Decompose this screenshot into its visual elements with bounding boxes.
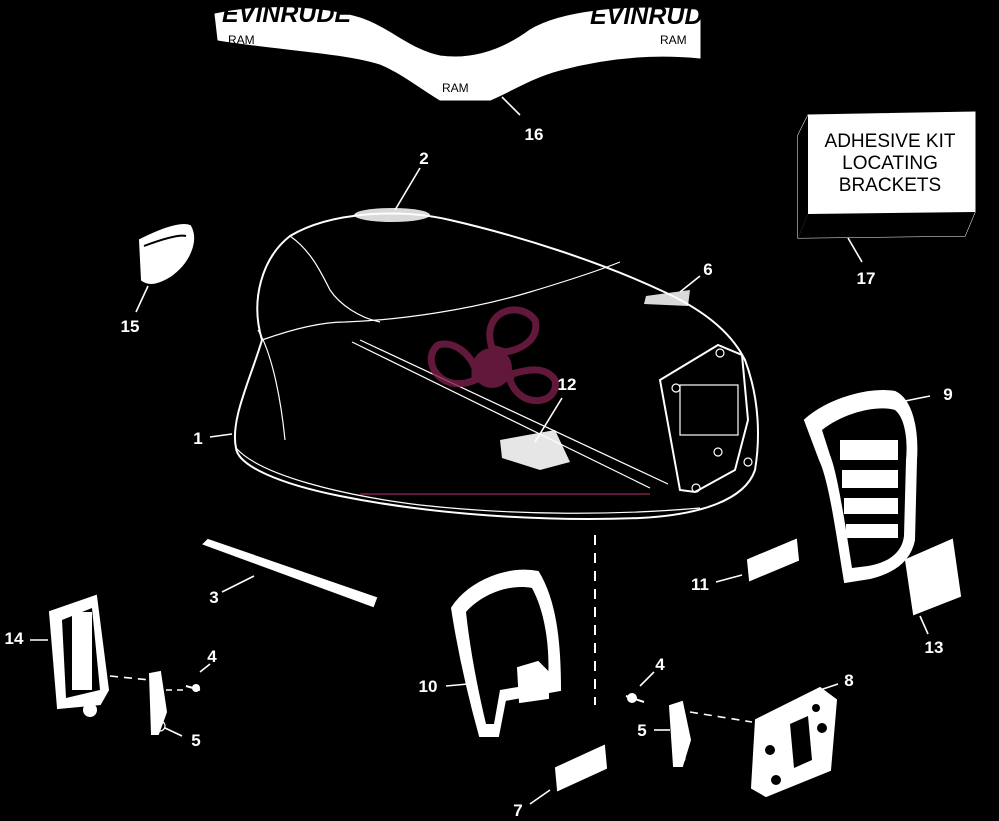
- propeller-logo-icon: [360, 306, 650, 495]
- callout-10: 10: [419, 677, 438, 696]
- leader-16: [501, 96, 521, 116]
- callout-13: 13: [925, 638, 944, 657]
- decal-ram-right: RAM: [660, 33, 687, 47]
- callout-3: 3: [209, 588, 218, 607]
- part-12-cover-decal[interactable]: [500, 430, 570, 470]
- part-4-screw-left[interactable]: [185, 684, 201, 692]
- part-7-pad[interactable]: [554, 744, 608, 792]
- callout-5-left: 5: [191, 731, 200, 750]
- part-11-pad[interactable]: [746, 538, 800, 582]
- part-9-vent-grille[interactable]: [803, 390, 918, 584]
- callout-16: 16: [525, 125, 544, 144]
- callout-17: 17: [857, 269, 876, 288]
- callout-1: 1: [193, 429, 202, 448]
- decal-ram-center: RAM: [442, 81, 469, 95]
- leader-6: [679, 275, 701, 293]
- decal-brand-right: EVINRUDE: [590, 2, 721, 30]
- leader-5a: [164, 727, 183, 737]
- part-4-screw-right[interactable]: [625, 693, 645, 703]
- leader-9: [899, 395, 931, 403]
- leader-8: [819, 683, 839, 691]
- assembly-axis-right: [689, 711, 753, 723]
- callout-4-right: 4: [655, 655, 665, 674]
- part-2-top-decal[interactable]: [354, 208, 430, 222]
- callout-14: 14: [5, 629, 24, 648]
- leader-2: [394, 167, 421, 211]
- kit-line-3: BRACKETS: [839, 175, 941, 196]
- callout-12: 12: [558, 375, 577, 394]
- callout-5-right: 5: [637, 721, 646, 740]
- callout-9: 9: [943, 385, 952, 404]
- leader-7: [529, 789, 551, 805]
- leader-1: [209, 433, 233, 438]
- part-13-pad[interactable]: [904, 538, 962, 616]
- callout-15: 15: [121, 317, 140, 336]
- assembly-axis-left: [109, 675, 151, 681]
- part-5-clip-right[interactable]: [668, 700, 692, 767]
- part-10-front-cover[interactable]: [450, 569, 562, 737]
- callout-4-left: 4: [207, 647, 217, 666]
- part-5-clip-left[interactable]: [148, 670, 168, 735]
- part-16-decal[interactable]: EVINRUDE EVINRUDE RAM RAM RAM: [214, 0, 721, 101]
- leader-15: [135, 285, 149, 313]
- leader-11: [715, 574, 743, 583]
- leader-3: [221, 575, 255, 593]
- callout-11: 11: [691, 575, 709, 594]
- leader-12: [534, 397, 563, 443]
- callout-8: 8: [844, 671, 853, 690]
- leader-13: [919, 615, 929, 635]
- leader-10: [445, 683, 469, 687]
- part-14-left-bracket[interactable]: [48, 594, 110, 717]
- part-15-trim-piece[interactable]: [138, 224, 195, 284]
- leader-4b: [639, 671, 655, 687]
- cover-stripe: [351, 341, 651, 489]
- kit-line-1: ADHESIVE KIT: [825, 131, 956, 152]
- callout-2: 2: [419, 149, 428, 168]
- callout-6: 6: [703, 260, 712, 279]
- kit-line-2: LOCATING: [842, 153, 938, 174]
- part-3-seal-strip[interactable]: [202, 538, 378, 608]
- decal-ram-left: RAM: [228, 33, 255, 47]
- callout-7: 7: [513, 801, 522, 820]
- part-6-side-decal[interactable]: [644, 290, 690, 306]
- leader-4a: [199, 663, 211, 673]
- leader-17: [847, 237, 863, 263]
- part-8-bracket-plate[interactable]: [750, 686, 838, 798]
- decal-brand-left: EVINRUDE: [222, 0, 353, 28]
- part-17-adhesive-kit-box[interactable]: ADHESIVE KIT LOCATING BRACKETS: [797, 111, 976, 239]
